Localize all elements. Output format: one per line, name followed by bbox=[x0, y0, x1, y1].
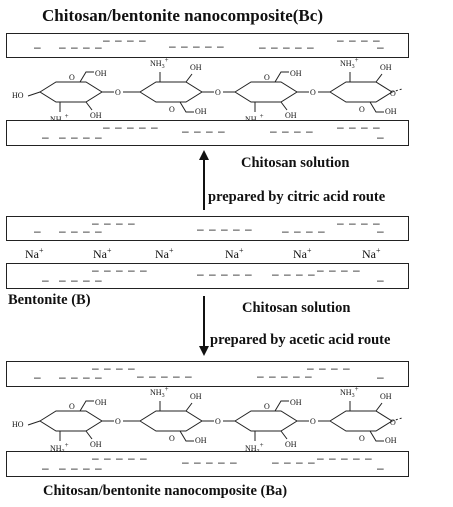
end-oxygen-label: O bbox=[390, 89, 396, 98]
bridge-oxygen-label: O bbox=[310, 88, 316, 97]
clay-layer-top-1: – – – – – – – – – – – – – – – – – – – – … bbox=[6, 33, 409, 58]
ho-label: HO bbox=[12, 420, 24, 429]
ch2oh-bond bbox=[179, 430, 194, 442]
glucosamine-ring bbox=[39, 410, 103, 432]
oh-label: OH bbox=[95, 398, 107, 407]
hydroxyl-bond bbox=[280, 101, 288, 111]
nh3-label: NH3+ bbox=[340, 385, 359, 399]
ring-oxygen-label: O bbox=[264, 402, 270, 411]
chitosan-chain-bottom: OHNH3+OHOOOHNH3+OHOOOHNH3+OHOOOHNH3+OHOH… bbox=[12, 385, 403, 455]
ring-oxygen-label: O bbox=[359, 105, 365, 114]
hydroxyl-bond bbox=[185, 73, 193, 83]
hydroxyl-bond bbox=[85, 101, 93, 111]
glucosamine-ring bbox=[39, 81, 103, 103]
bentonite-layer-1: – – – – – – – – – – – – – – – – – – – – … bbox=[6, 216, 409, 241]
arrow-down-icon bbox=[199, 296, 209, 356]
ring-oxygen-label: O bbox=[169, 105, 175, 114]
ring-oxygen-label: O bbox=[264, 73, 270, 82]
ch2oh-bond bbox=[369, 430, 384, 442]
oh-label: OH bbox=[90, 111, 102, 120]
ch2oh-bond bbox=[179, 101, 194, 113]
chain-end-left bbox=[27, 420, 41, 426]
glucosamine-ring bbox=[139, 410, 203, 432]
chain-end-right bbox=[391, 88, 403, 93]
oh-label: OH bbox=[285, 440, 297, 449]
oh-label: OH bbox=[95, 69, 107, 78]
clay-layer-bottom-2: – – – – – – – – – – – – – – – – – – – – … bbox=[6, 451, 409, 477]
citric-route-line1: Chitosan solution bbox=[241, 155, 350, 171]
oh-label: OH bbox=[380, 392, 392, 401]
ring-oxygen-label: O bbox=[69, 402, 75, 411]
hydroxyl-bond bbox=[185, 402, 193, 412]
bridge-oxygen-label: O bbox=[215, 417, 221, 426]
title-top: Chitosan/bentonite nanocomposite(Bc) bbox=[42, 6, 323, 25]
title-bottom: Chitosan/bentonite nanocomposite (Ba) bbox=[43, 483, 288, 499]
end-oxygen-label: O bbox=[390, 418, 396, 427]
glucosamine-ring bbox=[234, 410, 298, 432]
hydroxyl-bond bbox=[375, 402, 383, 412]
ch2oh-bond bbox=[274, 71, 289, 83]
hydroxyl-bond bbox=[85, 430, 93, 440]
oh-label: OH bbox=[195, 436, 207, 445]
oh-label: OH bbox=[190, 392, 202, 401]
hydroxyl-bond bbox=[280, 430, 288, 440]
ch2oh-bond bbox=[79, 400, 94, 412]
glucosamine-ring bbox=[234, 81, 298, 103]
ch2oh-bond bbox=[369, 101, 384, 113]
oh-label: OH bbox=[190, 63, 202, 72]
ring-oxygen-label: O bbox=[359, 434, 365, 443]
ch2oh-bond bbox=[79, 71, 94, 83]
oh-label: OH bbox=[380, 63, 392, 72]
nh3-label: NH3+ bbox=[340, 56, 359, 70]
oh-label: OH bbox=[90, 440, 102, 449]
chain-end-right bbox=[391, 417, 403, 422]
chain-end-left bbox=[27, 91, 41, 97]
hydroxyl-bond bbox=[375, 73, 383, 83]
ho-label: HO bbox=[12, 91, 24, 100]
ch2oh-bond bbox=[274, 400, 289, 412]
chitosan-chain-top: OHNH3+OHOOOHNH3+OHOOOHNH3+OHOOOHNH3+OHOH… bbox=[12, 56, 403, 126]
glucosamine-ring bbox=[139, 81, 203, 103]
oh-label: OH bbox=[290, 69, 302, 78]
clay-layer-top-2: – – – – – – – – – – – – – – – – – – – – … bbox=[6, 120, 409, 146]
glucosamine-ring bbox=[329, 81, 393, 103]
ring-oxygen-label: O bbox=[169, 434, 175, 443]
clay-layer-bottom-1: – – – – – – – – – – – – – – – – – – – – … bbox=[6, 361, 409, 387]
bridge-oxygen-label: O bbox=[115, 417, 121, 426]
bridge-oxygen-label: O bbox=[215, 88, 221, 97]
bridge-oxygen-label: O bbox=[310, 417, 316, 426]
glucosamine-ring bbox=[329, 410, 393, 432]
oh-label: OH bbox=[385, 436, 397, 445]
oh-label: OH bbox=[285, 111, 297, 120]
oh-label: OH bbox=[195, 107, 207, 116]
bentonite-layer-2: – – – – – – – – – – – – – – – – – – – – … bbox=[6, 263, 409, 289]
bentonite-label: Bentonite (B) bbox=[8, 292, 91, 308]
nh3-label: NH3+ bbox=[150, 56, 169, 70]
arrow-up-icon bbox=[199, 150, 209, 210]
nh3-label: NH3+ bbox=[150, 385, 169, 399]
oh-label: OH bbox=[290, 398, 302, 407]
oh-label: OH bbox=[385, 107, 397, 116]
acetic-route-line2: prepared by acetic acid route bbox=[210, 332, 391, 348]
ring-oxygen-label: O bbox=[69, 73, 75, 82]
bridge-oxygen-label: O bbox=[115, 88, 121, 97]
acetic-route-line1: Chitosan solution bbox=[242, 300, 351, 316]
citric-route-line2: prepared by citric acid route bbox=[208, 189, 386, 205]
